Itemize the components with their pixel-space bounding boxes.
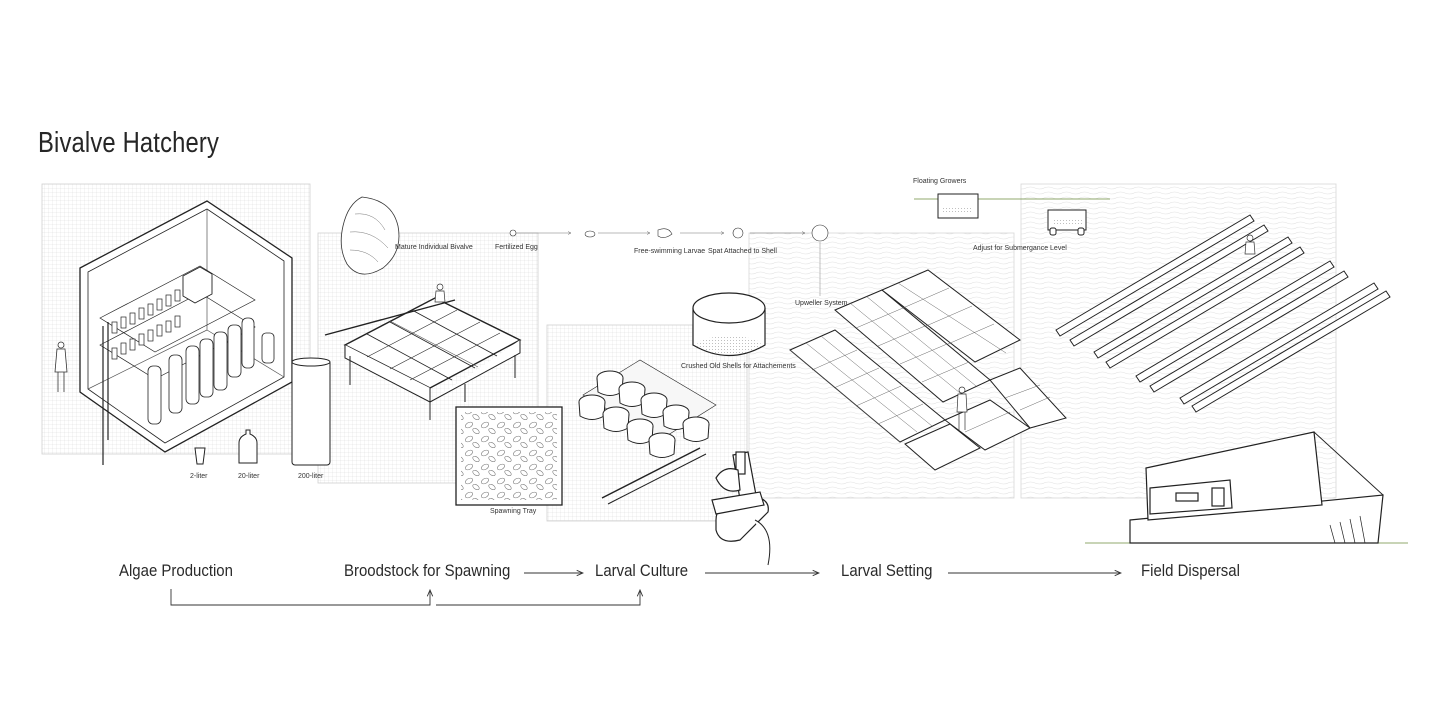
label-free-swimming: Free-swimming Larvae [634, 248, 706, 255]
upweller-system [789, 269, 1067, 471]
stage-larval-setting: Larval Setting [841, 561, 933, 580]
stage-broodstock: Broodstock for Spawning [344, 561, 511, 580]
spat-icon [732, 227, 744, 239]
oyster-shell-icon [340, 196, 400, 275]
culture-containers [194, 357, 331, 466]
label-20-liter: 20-liter [238, 473, 260, 480]
boat-icon [1085, 431, 1408, 544]
tank-icon [291, 357, 331, 466]
fertilized-egg-icon [509, 229, 517, 237]
person-icon [434, 283, 446, 303]
label-adjust-submergence: Adjust for Submergance Level [973, 245, 1067, 252]
label-200-liter: 200-liter [298, 473, 324, 480]
person-icon [1244, 234, 1256, 255]
label-spawning-tray: Spawning Tray [490, 508, 537, 515]
stage-flow-arrows [170, 573, 1121, 606]
process-flow [509, 224, 829, 296]
spawning-tray [455, 406, 563, 506]
spat-shell-icon [811, 224, 829, 242]
stage-field-dispersal: Field Dispersal [1141, 561, 1240, 580]
label-crushed-shells: Crushed Old Shells for Attachements [681, 363, 796, 370]
label-upweller: Upweller System [795, 300, 848, 307]
label-2-liter: 2-liter [190, 473, 208, 480]
label-floating-growers: Floating Growers [913, 178, 967, 185]
bottle-icon [238, 429, 258, 464]
person-icon [54, 341, 68, 392]
label-mature-bivalve: Mature Individual Bivalve [395, 244, 473, 251]
label-spat-attached: Spat Attached to Shell [708, 248, 777, 255]
larvae-icon [657, 228, 673, 238]
page-title: Bivalve Hatchery [38, 127, 220, 159]
larvae-icon [584, 230, 596, 238]
stage-larval-culture: Larval Culture [595, 561, 689, 580]
floating-growers [914, 193, 1110, 236]
label-fertilized-egg: Fertilized Egg [495, 244, 538, 251]
algae-room [79, 200, 293, 465]
grower-lines [1055, 214, 1391, 413]
microscope-icon [711, 451, 771, 566]
larval-tanks [578, 359, 717, 505]
bottle-icon [194, 447, 206, 465]
stage-algae-production: Algae Production [119, 561, 233, 580]
person-icon [956, 386, 968, 430]
spawning-tables [324, 297, 522, 420]
crushed-shell-basin [692, 292, 766, 356]
